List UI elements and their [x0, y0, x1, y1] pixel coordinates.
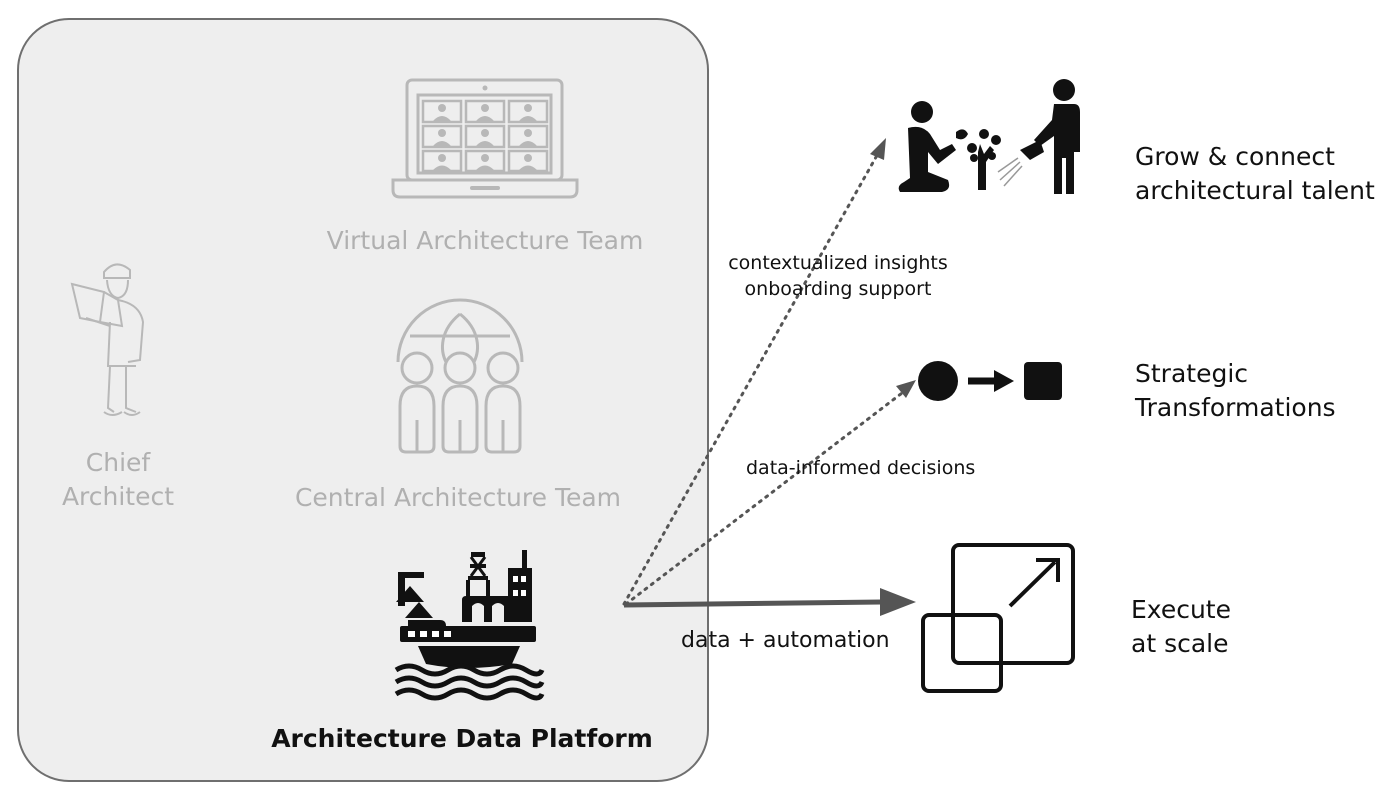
execute-at-scale-line-2: at scale — [1131, 629, 1229, 658]
chief-architect-line-1: Chief — [85, 448, 151, 477]
strategic-transformations-line-1: Strategic — [1135, 359, 1249, 388]
execute-at-scale-label: Execute at scale — [1131, 593, 1231, 661]
talent-edge-line-2: onboarding support — [744, 278, 932, 300]
grow-talent-line-2: architectural talent — [1135, 176, 1375, 205]
talent-edge-label: contextualized insights onboarding suppo… — [728, 250, 948, 302]
strategic-transformations-label: Strategic Transformations — [1135, 357, 1336, 425]
strategic-edge-label: data-informed decisions — [746, 457, 976, 479]
grow-talent-line-1: Grow & connect — [1135, 142, 1335, 171]
architecture-data-platform-label: Architecture Data Platform — [271, 724, 653, 753]
central-architecture-team-label: Central Architecture Team — [294, 483, 622, 512]
team-panel — [17, 18, 709, 782]
execute-edge-label: data + automation — [681, 628, 890, 653]
execute-at-scale-line-1: Execute — [1131, 595, 1231, 624]
grow-talent-label: Grow & connect architectural talent — [1135, 140, 1375, 208]
virtual-architecture-team-label: Virtual Architecture Team — [326, 226, 644, 255]
chief-architect-label: Chief Architect — [62, 446, 174, 514]
chief-architect-line-2: Architect — [61, 482, 175, 511]
talent-edge-line-1: contextualized insights — [728, 252, 948, 274]
strategic-transformations-line-2: Transformations — [1135, 393, 1336, 422]
